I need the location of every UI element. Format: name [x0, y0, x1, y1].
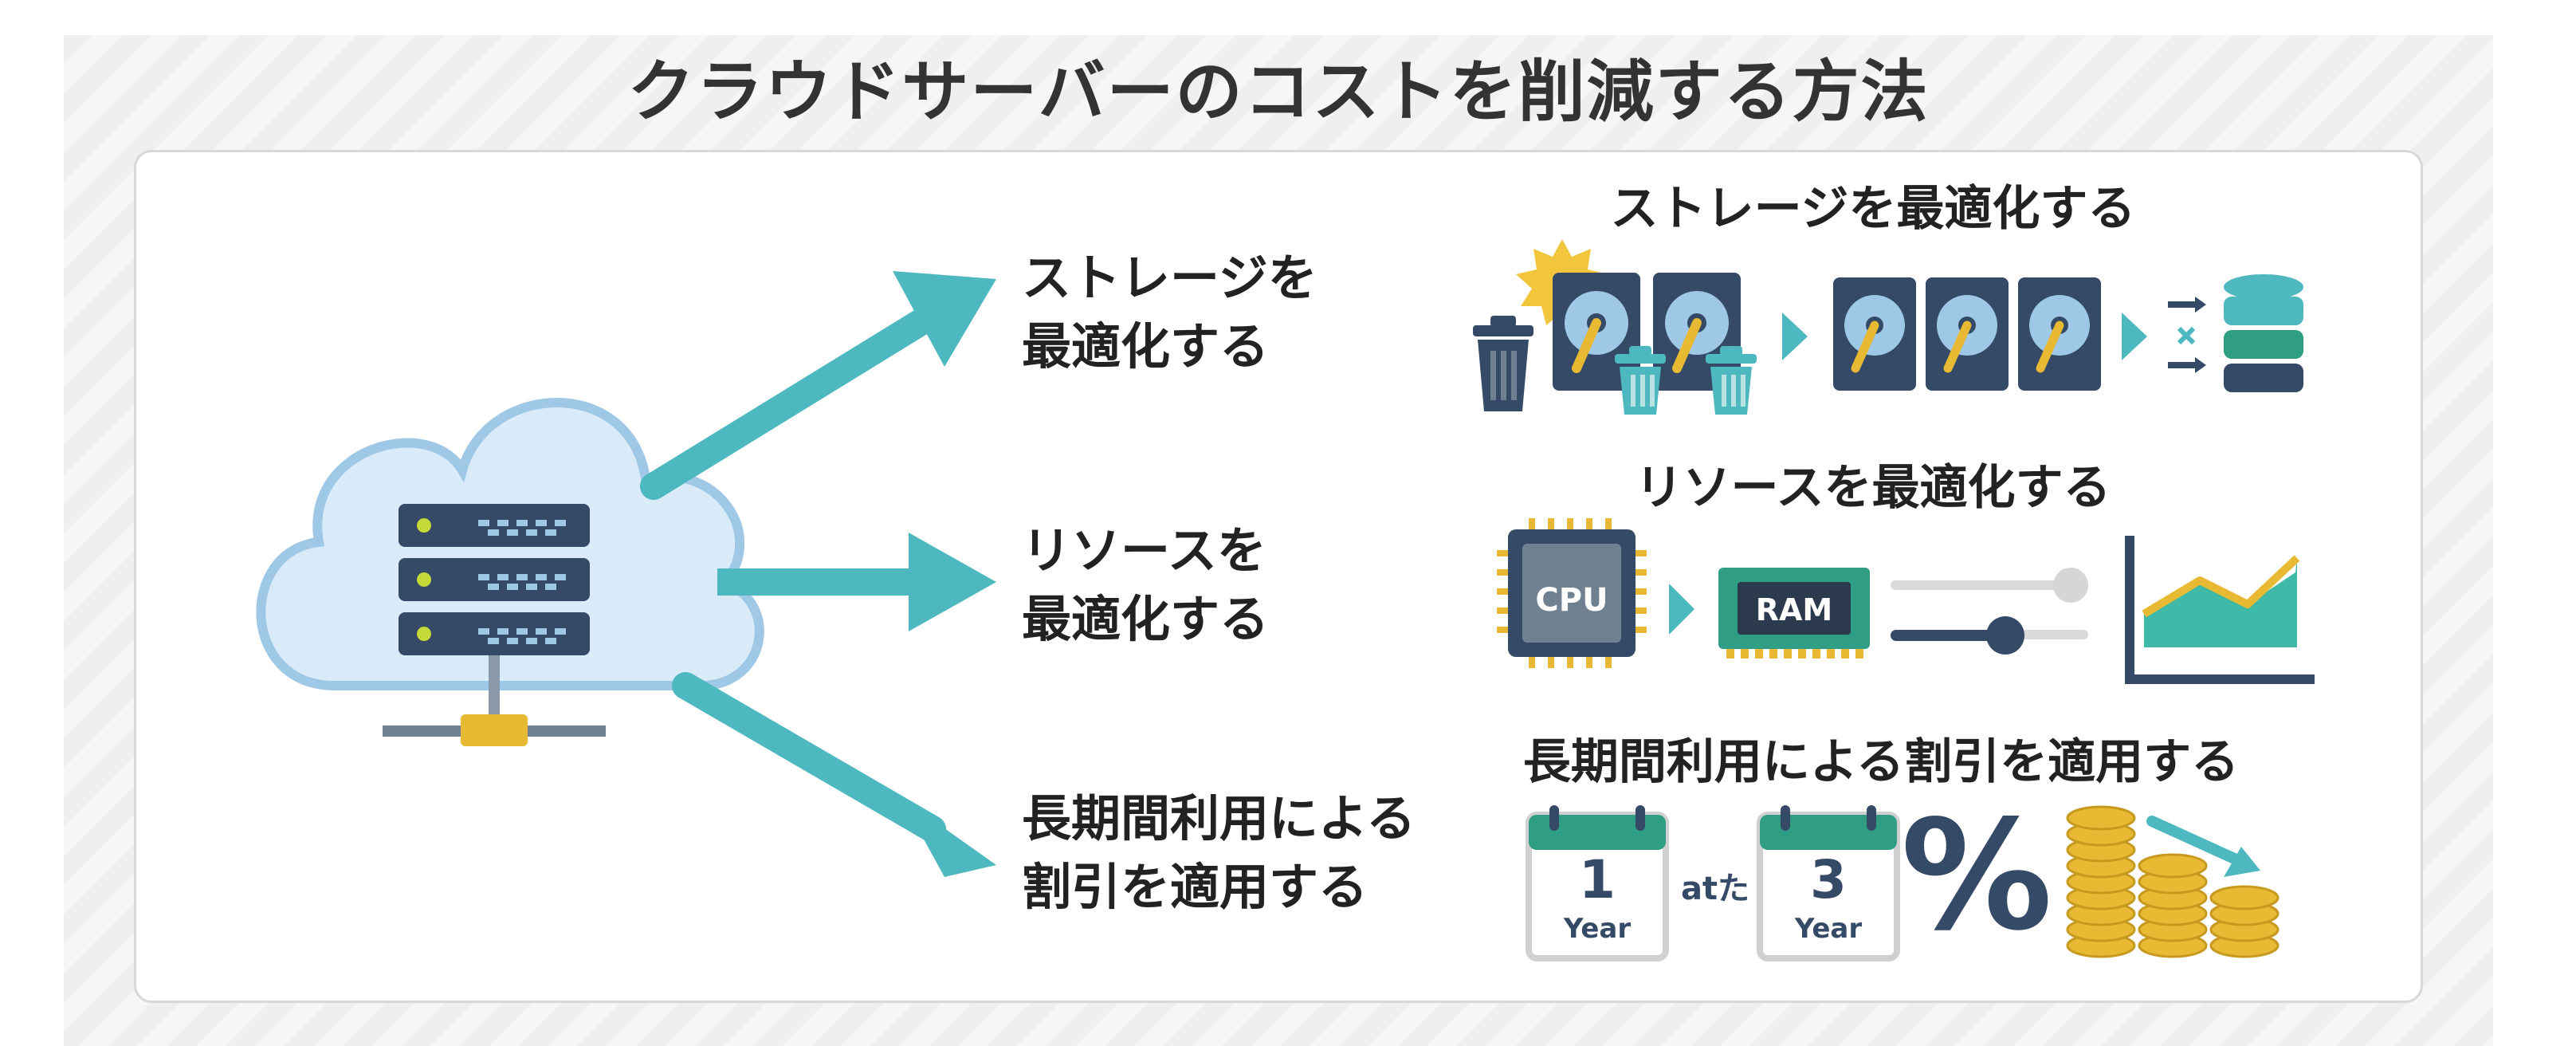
connector-text: atた	[1681, 871, 1749, 907]
hard-drive-icon	[1833, 277, 1916, 391]
chevron-right-icon	[1782, 313, 1808, 360]
calendar-1-unit: Year	[1563, 913, 1632, 945]
section-title-discount: 長期間利用による割引を適用する	[1522, 734, 2240, 790]
database-icon	[2224, 274, 2303, 392]
branch-label-discount: 長期間利用による 割引を適用する	[1022, 784, 1416, 922]
calendar-icon: 1 Year	[1526, 805, 1669, 961]
area-chart-icon	[2125, 536, 2315, 684]
trash-icon	[1706, 346, 1757, 415]
branch-label-line: 最適化する	[1022, 317, 1270, 376]
trash-icon	[1615, 346, 1666, 415]
merge-arrows-icon	[2168, 297, 2206, 373]
branch-label-resources: リソースを 最適化する	[1022, 517, 1269, 654]
calendar-2-number: 3	[1810, 849, 1847, 910]
slider-icon	[1891, 568, 2088, 655]
calendar-2-unit: Year	[1794, 913, 1863, 945]
arrow-to-discount	[672, 672, 996, 877]
ram-icon: RAM	[1718, 568, 1870, 659]
cpu-icon: CPU	[1497, 518, 1647, 668]
chevron-right-icon	[1669, 584, 1694, 635]
coins-icon	[2066, 805, 2280, 958]
percent-icon: %	[1901, 788, 2052, 964]
ram-label: RAM	[1756, 592, 1832, 627]
branch-label-line: リソースを	[1022, 521, 1266, 580]
section-title-storage: ストレージを最適化する	[1610, 181, 2136, 237]
branch-label-line: 長期間利用による	[1022, 789, 1416, 847]
hard-drive-icon	[1926, 277, 2009, 391]
branch-label-line: ストレージを	[1022, 249, 1317, 307]
trash-icon	[1473, 316, 1533, 411]
calendar-icon: 3 Year	[1757, 805, 1900, 961]
hard-drive-icon	[2018, 277, 2101, 391]
branch-label-storage: ストレージを 最適化する	[1022, 244, 1317, 381]
network-connector	[383, 655, 606, 746]
calendar-1-number: 1	[1579, 849, 1616, 910]
section-title-resources: リソースを最適化する	[1635, 460, 2111, 516]
chevron-right-icon	[2122, 313, 2147, 360]
cpu-label: CPU	[1535, 582, 1608, 619]
arrow-to-storage	[640, 271, 996, 500]
arrow-to-resources	[717, 533, 996, 631]
page-title: クラウドサーバーのコストを削減する方法	[627, 53, 1930, 131]
server-rack	[399, 504, 590, 655]
branch-label-line: 割引を適用する	[1022, 858, 1368, 916]
branch-label-line: 最適化する	[1022, 590, 1270, 648]
